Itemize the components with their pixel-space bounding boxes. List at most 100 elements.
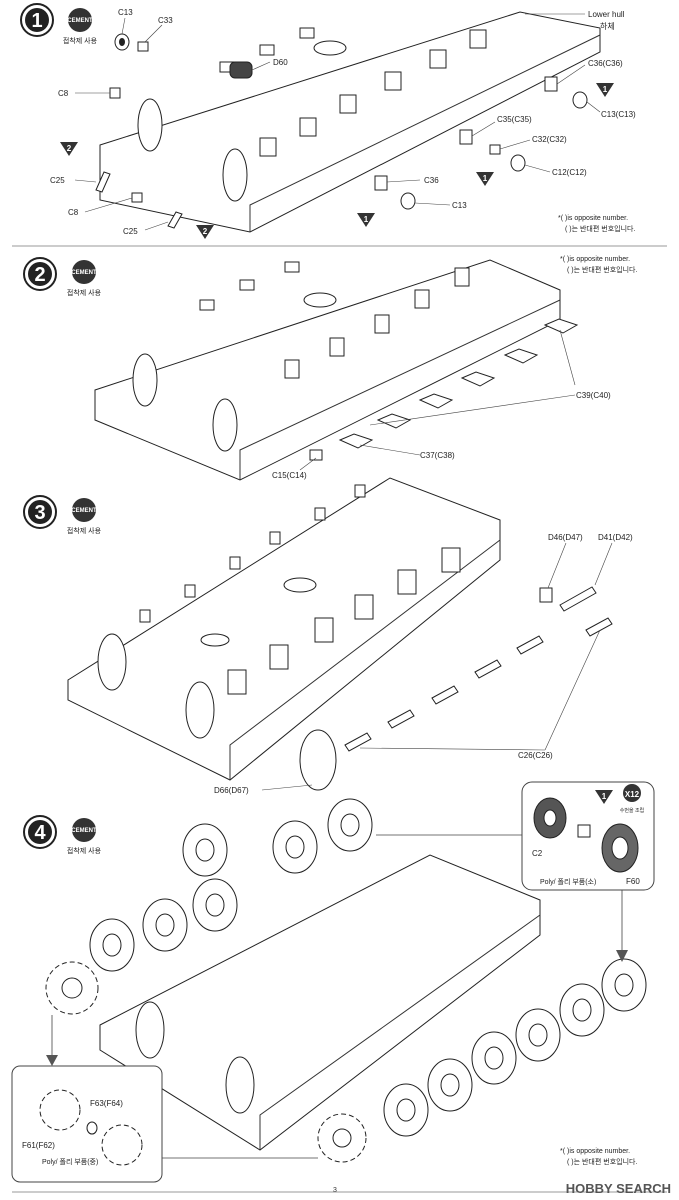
part-f61-f62 — [39, 1089, 81, 1131]
watermark-logo: HOBBY SEARCH — [565, 1181, 671, 1196]
triangle-marker — [196, 225, 214, 239]
step-4: 4 CEMENT 접착제 사용 — [11, 781, 655, 1183]
label-f60: F60 — [626, 877, 640, 886]
page-number: 3 — [333, 1187, 337, 1194]
svg-text:2: 2 — [67, 144, 72, 153]
label-c37-c38: C37(C38) — [420, 451, 455, 460]
label-c32-c32: C32(C32) — [532, 135, 567, 144]
top-brackets — [139, 484, 366, 623]
part-c25-a — [95, 171, 111, 193]
suspension-arms — [309, 318, 579, 461]
step-number: 1 — [31, 10, 42, 32]
label-c25: C25 — [123, 227, 138, 236]
lower-hull — [94, 259, 561, 481]
svg-text:1: 1 — [602, 792, 607, 801]
opposite-note-en: *( )is opposite number. — [560, 256, 630, 263]
label-c8: C8 — [58, 89, 69, 98]
cement-icon — [68, 8, 92, 32]
label-c39-c40: C39(C40) — [576, 391, 611, 400]
step-number: 4 — [34, 822, 46, 844]
sprocket-upper — [45, 961, 99, 1015]
road-wheels-lower — [383, 958, 647, 1137]
label-d60: D60 — [273, 58, 288, 67]
part-c8-a — [109, 87, 121, 99]
cement-note: 접착제 사용 — [67, 526, 102, 535]
svg-text:CEMENT: CEMENT — [71, 828, 97, 834]
idler-mount — [225, 1056, 255, 1114]
lower-hull — [99, 854, 541, 1151]
idler-mount — [222, 148, 248, 202]
part-d66-d67 — [299, 729, 337, 791]
label-lower-hull: Lower hull — [588, 10, 625, 19]
part-c13 — [400, 192, 416, 210]
swing-arms — [344, 617, 613, 752]
hull-slots — [219, 27, 487, 157]
label-c36-c36: C36(C36) — [588, 59, 623, 68]
cement-icon — [72, 498, 96, 522]
suspension-units — [227, 547, 461, 695]
cement-icon — [72, 260, 96, 284]
opposite-note-kr: ( )는 반대편 번호입니다. — [567, 265, 637, 274]
label-d66-d67: D66(D67) — [214, 786, 249, 795]
label-c15-c14: C15(C14) — [272, 471, 307, 480]
label-d46-d47: D46(D47) — [548, 533, 583, 542]
svg-text:X12: X12 — [625, 790, 640, 799]
part-c13-13 — [572, 91, 588, 109]
part-d60 — [229, 61, 253, 79]
cement-note: 접착제 사용 — [63, 36, 98, 45]
part-c8-b — [131, 192, 143, 203]
idler-mount — [135, 1001, 165, 1059]
step-1: 1 CEMENT 접착제 사용 — [20, 3, 636, 239]
svg-text:1: 1 — [364, 215, 369, 224]
step-number: 2 — [34, 264, 45, 286]
label-c36: C36 — [424, 176, 439, 185]
cement-icon — [72, 818, 96, 842]
poly-cap-small — [577, 824, 591, 838]
triangle-marker — [596, 83, 614, 97]
part-d41-d42 — [559, 586, 597, 612]
idler-mount — [185, 681, 215, 739]
part-c35-35 — [459, 129, 473, 145]
step-number: 3 — [34, 502, 45, 524]
opposite-note-en: *( )is opposite number. — [560, 1148, 630, 1155]
svg-text:1: 1 — [603, 85, 608, 94]
triangle-marker — [357, 213, 375, 227]
part-c32-32 — [489, 144, 501, 155]
part-c33 — [137, 41, 149, 52]
svg-text:CEMENT: CEMENT — [71, 508, 97, 514]
label-lower-hull-kr: 하체 — [600, 21, 615, 31]
triangle-marker — [595, 790, 613, 804]
sprocket-lower — [317, 1113, 367, 1163]
step-3: 3 CEMENT 접착제 사용 — [23, 477, 633, 795]
svg-text:2: 2 — [203, 227, 208, 236]
label-c25: C25 — [50, 176, 65, 185]
part-c12-12 — [510, 154, 526, 172]
cement-note: 접착제 사용 — [67, 288, 102, 297]
triangle-marker — [476, 172, 494, 186]
road-wheels-upper — [89, 798, 373, 972]
label-c12-c12: C12(C12) — [552, 168, 587, 177]
opposite-note-kr: ( )는 반대편 번호입니다. — [567, 1157, 637, 1166]
label-poly-small: Poly/ 폴리 부품(소) — [540, 877, 596, 886]
label-c35-c35: C35(C35) — [497, 115, 532, 124]
part-c36 — [374, 175, 388, 191]
x12-badge — [623, 784, 641, 802]
label-c13-c13: C13(C13) — [601, 110, 636, 119]
cement-note: 접착제 사용 — [67, 846, 102, 855]
part-d46-d47 — [539, 587, 553, 603]
hull-edge — [249, 34, 601, 232]
idler-mount — [212, 398, 238, 452]
label-f61-f62: F61(F62) — [22, 1141, 55, 1150]
leader-lines — [74, 13, 601, 231]
label-poly-medium: Poly/ 폴리 부품(중) — [42, 1157, 98, 1166]
step-number-badge — [20, 3, 54, 37]
opposite-note-kr: ( )는 반대편 번호입니다. — [565, 224, 635, 233]
label-c2: C2 — [532, 849, 543, 858]
triangle-marker — [60, 142, 78, 156]
x12-note: 수번을 조립 — [620, 807, 644, 814]
svg-text:CEMENT: CEMENT — [71, 270, 97, 276]
label-c26-c26: C26(C26) — [518, 751, 553, 760]
part-c25-b — [167, 211, 183, 229]
label-c33: C33 — [158, 16, 173, 25]
